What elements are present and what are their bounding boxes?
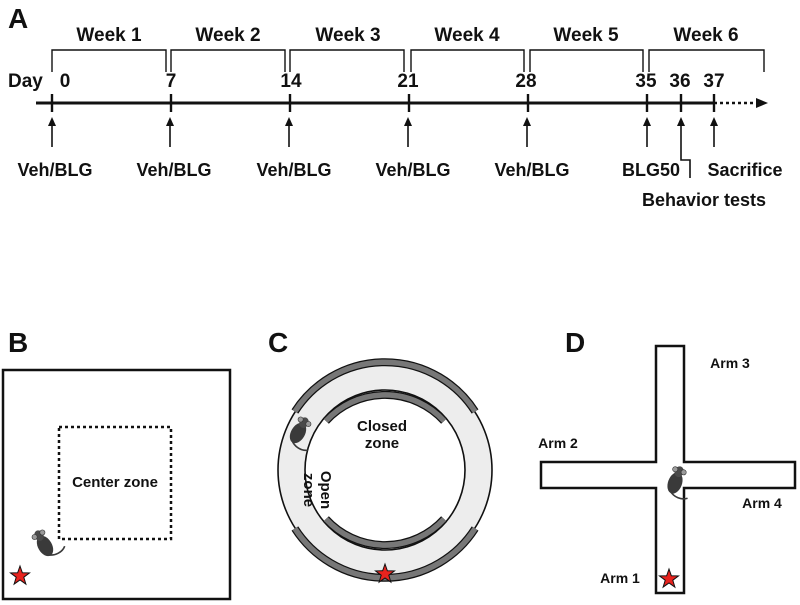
panel-letter-c: C (268, 327, 288, 358)
center-zone-label: Center zone (72, 474, 158, 491)
day-number: 14 (280, 71, 302, 92)
cross-maze-outline (539, 344, 797, 595)
week-label: Week 2 (195, 25, 260, 46)
closed-zone-label: zone (365, 435, 399, 452)
timeline-panel: A Week 1 Week 2 Week 3 Week 4 Week 5 Wee… (8, 3, 783, 210)
arm-label: Arm 4 (742, 495, 782, 511)
arm-label: Arm 1 (600, 570, 640, 586)
week-label: Week 6 (673, 25, 738, 46)
week-1-bracket (51, 49, 167, 72)
open-field-arena (1, 368, 232, 601)
sacrifice-label: Sacrifice (707, 160, 782, 180)
week-label: Week 4 (434, 25, 500, 46)
day-number: 7 (166, 71, 177, 92)
svg-text:Open: Open (317, 471, 334, 509)
panel-letter-b: B (8, 327, 28, 358)
week-6-bracket (648, 49, 765, 72)
timeline-axis (36, 94, 768, 112)
day-number: 28 (515, 71, 536, 92)
open-zone-label: Open zone (300, 471, 334, 509)
treatment-label: Veh/BLG (375, 160, 450, 180)
arm-label: Arm 3 (710, 355, 750, 371)
treatment-label: Veh/BLG (17, 160, 92, 180)
day-number: 21 (397, 71, 419, 92)
day-number: 35 (635, 71, 657, 92)
open-field-panel: B Center zone (1, 327, 232, 601)
day-axis-label: Day (8, 71, 43, 92)
treatment-label: Veh/BLG (136, 160, 211, 180)
elevated-zero-maze-panel: C Closed zone Open zone (268, 327, 493, 583)
week-brackets (51, 49, 765, 72)
behavior-tests-label: Behavior tests (642, 190, 766, 210)
week-4-bracket (410, 49, 525, 72)
day-number: 0 (60, 71, 71, 92)
panel-letter-d: D (565, 327, 585, 358)
week-3-bracket (289, 49, 405, 72)
week-label: Week 5 (553, 25, 619, 46)
axis-arrowhead (756, 98, 768, 108)
arm-label: Arm 2 (538, 435, 578, 451)
closed-zone-label: Closed (357, 418, 407, 435)
day-number: 37 (703, 71, 724, 92)
treatment-label: Veh/BLG (494, 160, 569, 180)
treatment-arrows (48, 117, 718, 178)
week-5-bracket (529, 49, 644, 72)
day-number: 36 (669, 71, 690, 92)
center-zone-outline (57, 425, 173, 541)
treatment-label: BLG50 (622, 160, 680, 180)
treatment-label: Veh/BLG (256, 160, 331, 180)
week-label: Week 1 (76, 25, 142, 46)
week-label: Week 3 (315, 25, 380, 46)
panel-letter-a: A (8, 3, 28, 34)
week-2-bracket (170, 49, 286, 72)
cross-maze-panel: D Arm 1 Arm 2 Arm 3 Arm 4 (538, 327, 797, 595)
svg-text:zone: zone (300, 473, 317, 507)
